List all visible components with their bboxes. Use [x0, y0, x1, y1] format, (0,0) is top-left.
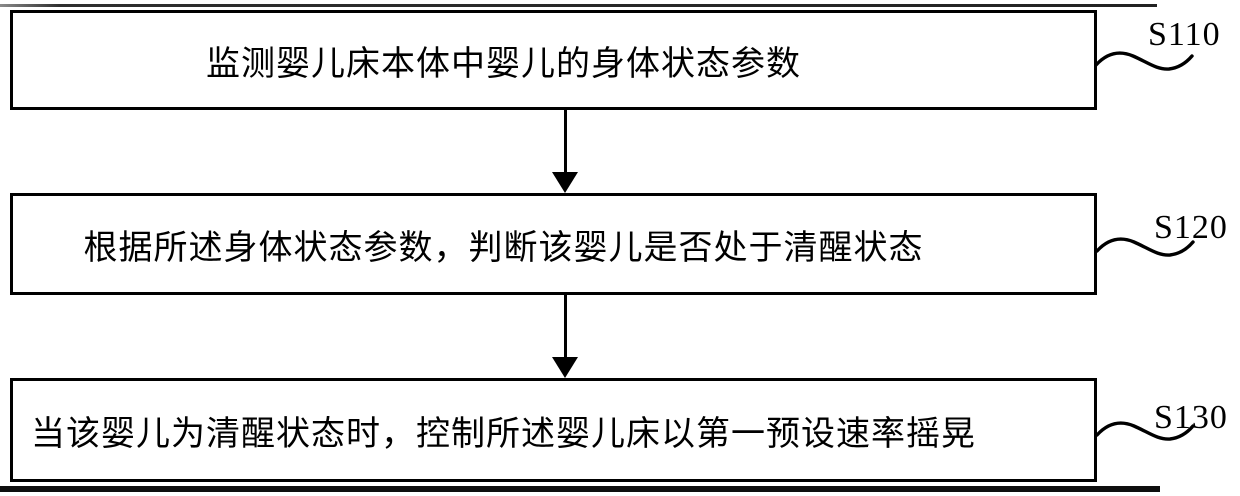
process-box-step-3: 当该婴儿为清醒状态时，控制所述婴儿床以第一预设速率摇晃 [10, 378, 1097, 482]
step-label-s130: S130 [1154, 399, 1228, 436]
process-box-step-1: 监测婴儿床本体中婴儿的身体状态参数 [10, 10, 1097, 110]
flow-arrow-2-down-icon [552, 357, 578, 378]
flow-arrow-1-stem [564, 110, 567, 173]
step-label-s120: S120 [1154, 209, 1228, 246]
bottom-rule-line [0, 486, 1160, 492]
step-label-s110: S110 [1148, 16, 1221, 53]
process-box-step-2: 根据所述身体状态参数，判断该婴儿是否处于清醒状态 [10, 193, 1097, 295]
squiggle-connector-icon-1 [1095, 51, 1194, 71]
squiggle-connector-icon-3 [1096, 421, 1195, 441]
process-box-step-3-text: 当该婴儿为清醒状态时，控制所述婴儿床以第一预设速率摇晃 [31, 415, 976, 453]
process-box-step-1-text: 监测婴儿床本体中婴儿的身体状态参数 [206, 45, 801, 83]
flow-arrow-2-stem [564, 295, 567, 358]
squiggle-connector-icon-2 [1096, 237, 1195, 257]
top-rule-line [0, 4, 1157, 7]
process-box-step-2-text: 根据所述身体状态参数，判断该婴儿是否处于清醒状态 [83, 229, 924, 267]
flow-arrow-1-down-icon [552, 172, 578, 193]
